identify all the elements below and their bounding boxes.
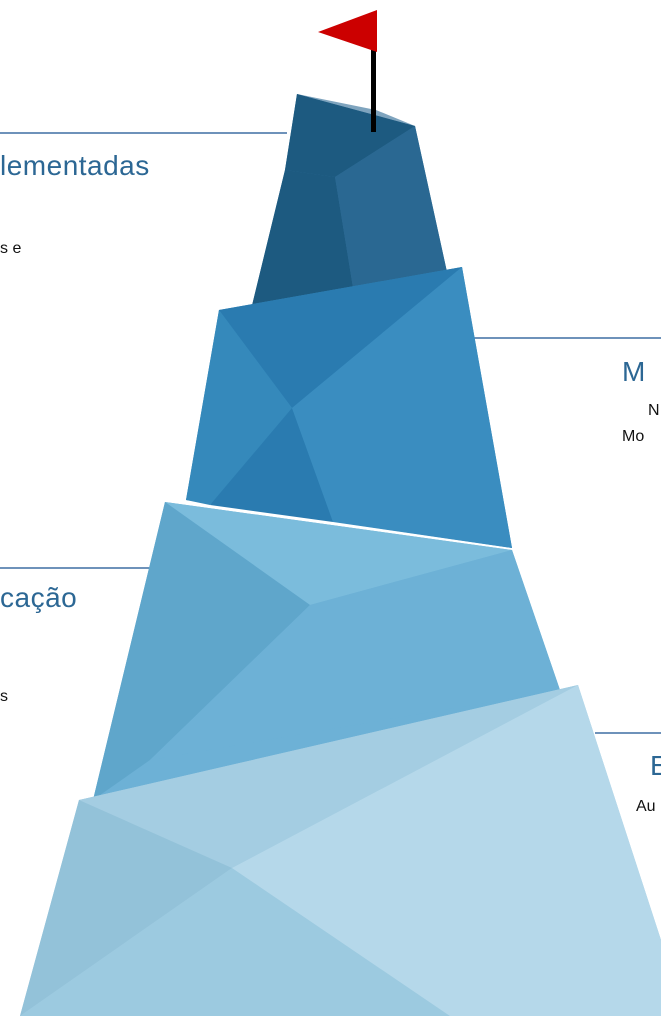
top-left-title: lementadas xyxy=(0,150,150,181)
tier-2 xyxy=(186,267,512,548)
tier-1-facet xyxy=(297,94,415,126)
tier-4-facet xyxy=(20,800,232,1016)
right-lower-line1: Au xyxy=(636,798,656,815)
tier-4-base xyxy=(20,685,661,1016)
flag-pole xyxy=(371,48,376,132)
tier-1-facet xyxy=(335,126,447,300)
tier-3-facet xyxy=(165,502,512,605)
tier-4-facet xyxy=(232,685,661,1016)
tier-3-facet xyxy=(150,550,560,760)
tier-3-facet xyxy=(93,502,310,800)
right-upper-line2: Mo xyxy=(622,428,645,445)
tier-4-facet xyxy=(20,868,450,1016)
tier-1-facet xyxy=(247,170,355,326)
tier-3 xyxy=(93,502,560,800)
tier-2-facet xyxy=(292,267,512,548)
tier-2-facet xyxy=(186,310,292,505)
summit-flag-icon xyxy=(318,10,377,132)
tier-1-facet xyxy=(285,94,415,177)
mid-left-title: cação xyxy=(0,582,78,613)
tier-2-facet xyxy=(219,267,462,408)
right-upper-line1: N xyxy=(648,402,660,419)
right-lower-title: E xyxy=(650,750,661,781)
flag-banner xyxy=(318,10,377,52)
tier-4-facet xyxy=(79,685,578,868)
right-upper-title: M xyxy=(622,356,646,387)
top-left-body: s e xyxy=(0,240,22,257)
tier-1-summit xyxy=(247,94,447,326)
mid-left-body: s xyxy=(0,688,8,705)
